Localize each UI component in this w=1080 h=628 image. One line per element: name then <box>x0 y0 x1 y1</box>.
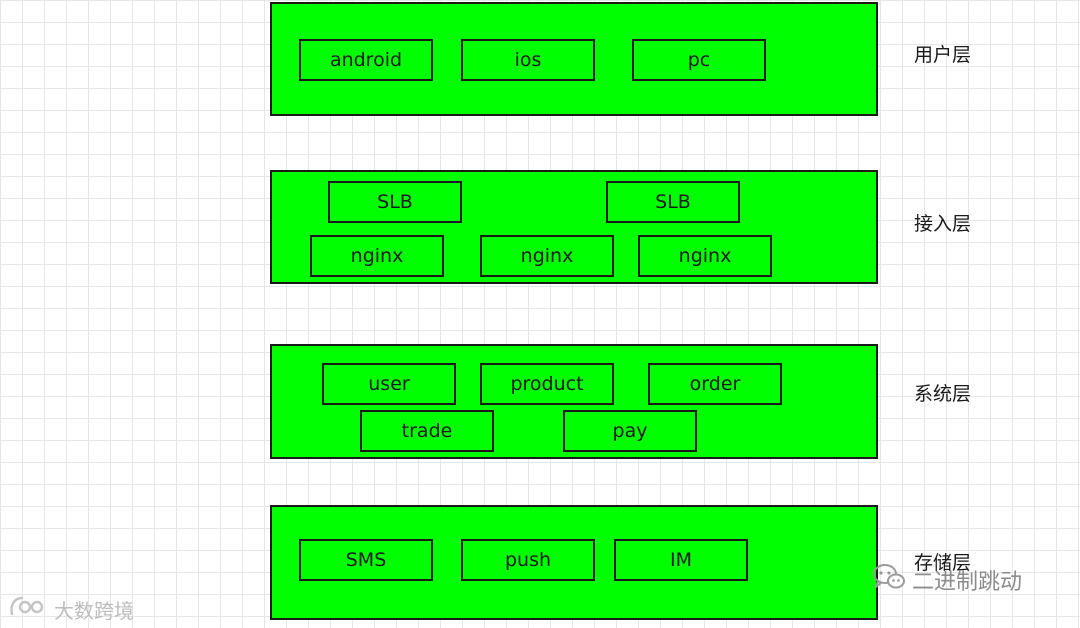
node-trade: trade <box>360 410 494 452</box>
access-layer: SLB SLB nginx nginx nginx <box>270 170 878 284</box>
watermark-left-text: 大数跨境 <box>54 599 134 623</box>
watermark-right: 二进制跳动 <box>872 562 1022 598</box>
storage-layer-label: 存储层 <box>914 552 972 574</box>
storage-layer: SMS push IM <box>270 505 878 620</box>
node-slb-2: SLB <box>606 181 740 223</box>
node-order: order <box>648 363 782 405</box>
wechat-icon <box>872 562 906 598</box>
access-layer-label: 接入层 <box>914 213 972 235</box>
node-product: product <box>480 363 614 405</box>
node-ios: ios <box>461 39 595 81</box>
node-slb-1: SLB <box>328 181 462 223</box>
node-pay: pay <box>563 410 697 452</box>
node-im: IM <box>614 539 748 581</box>
node-sms: SMS <box>299 539 433 581</box>
node-nginx-3: nginx <box>638 235 772 277</box>
node-nginx-2: nginx <box>480 235 614 277</box>
system-layer-label: 系统层 <box>914 383 972 405</box>
node-pc: pc <box>632 39 766 81</box>
node-user: user <box>322 363 456 405</box>
user-layer: android ios pc <box>270 2 878 116</box>
user-layer-label: 用户层 <box>914 44 972 66</box>
watermark-right-text: 二进制跳动 <box>912 570 1023 595</box>
system-layer: user product order trade pay <box>270 344 878 459</box>
node-android: android <box>299 39 433 81</box>
node-nginx-1: nginx <box>310 235 444 277</box>
node-push: push <box>461 539 595 581</box>
watermark-left: 大数跨境 <box>8 594 134 625</box>
brand-logo-icon <box>8 594 48 625</box>
